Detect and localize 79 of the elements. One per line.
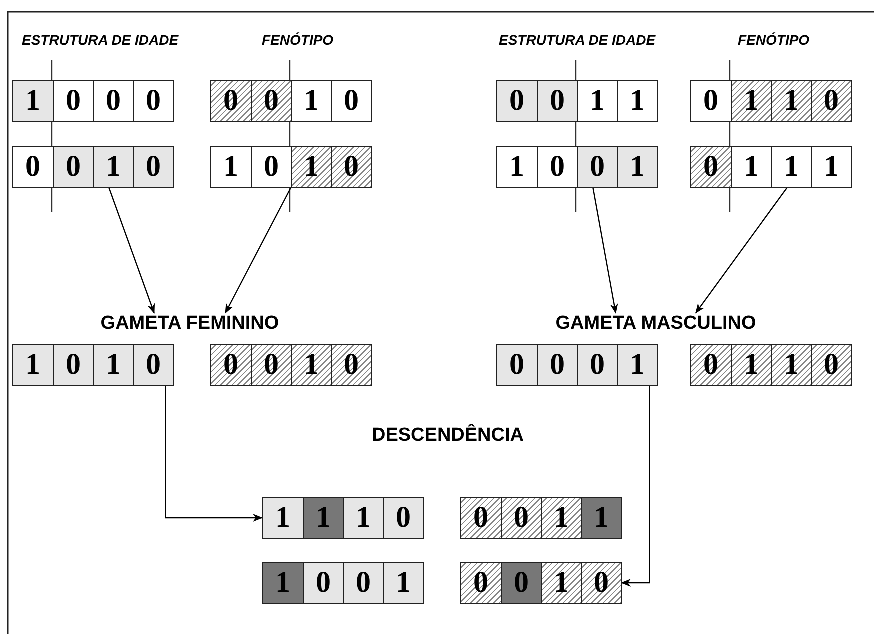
gene-cell: 0 xyxy=(133,147,173,187)
gene-cell: 1 xyxy=(93,147,133,187)
gene-cell: 1 xyxy=(291,345,331,385)
gene-cell: 0 xyxy=(811,345,851,385)
gene-cell: 0 xyxy=(497,345,537,385)
gene-cell: 0 xyxy=(53,345,93,385)
gene-cell: 0 xyxy=(331,147,371,187)
gene-cell: 0 xyxy=(461,563,501,603)
gene-cell: 0 xyxy=(251,147,291,187)
gene-cell: 1 xyxy=(771,81,811,121)
gene-cell: 0 xyxy=(133,345,173,385)
gene-cell: 1 xyxy=(541,498,581,538)
bit-string xyxy=(210,80,372,122)
gene-cell: 1 xyxy=(343,498,383,538)
column-heading: ESTRUTURA DE IDADE xyxy=(22,32,179,48)
gene-cell: 1 xyxy=(731,81,771,121)
gene-cell: 0 xyxy=(251,81,291,121)
bit-string xyxy=(460,497,622,539)
gene-cell: 1 xyxy=(617,147,657,187)
gene-cell: 1 xyxy=(581,498,621,538)
column-heading: ESTRUTURA DE IDADE xyxy=(499,32,656,48)
bit-string xyxy=(210,344,372,386)
arrow xyxy=(696,188,788,314)
gene-cell: 1 xyxy=(93,345,133,385)
arrow xyxy=(592,188,618,314)
gene-cell: 1 xyxy=(291,147,331,187)
gene-cell: 0 xyxy=(211,345,251,385)
gene-cell: 0 xyxy=(501,563,541,603)
gene-cell: 0 xyxy=(537,345,577,385)
bit-string xyxy=(496,344,658,386)
gene-cell: 0 xyxy=(53,147,93,187)
gene-cell: 0 xyxy=(691,147,731,187)
gene-cell: 0 xyxy=(251,345,291,385)
gene-cell: 0 xyxy=(811,81,851,121)
bit-string xyxy=(690,146,852,188)
gene-cell: 0 xyxy=(537,147,577,187)
column-heading: FENÓTIPO xyxy=(262,32,334,48)
gene-cell: 0 xyxy=(211,81,251,121)
arrow xyxy=(165,386,263,522)
arrow xyxy=(621,386,650,587)
gene-cell: 0 xyxy=(581,563,621,603)
gene-cell: 0 xyxy=(343,563,383,603)
column-heading: FENÓTIPO xyxy=(738,32,810,48)
bit-string xyxy=(496,146,658,188)
gene-cell: 1 xyxy=(303,498,343,538)
bit-string xyxy=(690,344,852,386)
bit-string xyxy=(460,562,622,604)
section-heading: DESCENDÊNCIA xyxy=(372,425,524,447)
gene-cell: 0 xyxy=(383,498,423,538)
gene-cell: 0 xyxy=(537,81,577,121)
gene-cell: 1 xyxy=(731,345,771,385)
bit-string xyxy=(210,146,372,188)
arrow xyxy=(108,188,156,314)
bit-string xyxy=(12,344,174,386)
gene-cell: 0 xyxy=(501,498,541,538)
gene-cell: 1 xyxy=(263,498,303,538)
bit-string xyxy=(262,497,424,539)
gene-cell: 0 xyxy=(691,345,731,385)
arrow xyxy=(225,188,292,314)
gene-cell: 0 xyxy=(577,147,617,187)
gene-cell: 1 xyxy=(541,563,581,603)
gene-cell: 1 xyxy=(617,345,657,385)
gene-cell: 1 xyxy=(13,345,53,385)
gene-cell: 0 xyxy=(331,345,371,385)
gene-cell: 0 xyxy=(577,345,617,385)
gene-cell: 0 xyxy=(303,563,343,603)
gene-cell: 0 xyxy=(497,81,537,121)
gene-cell: 1 xyxy=(263,563,303,603)
bit-string xyxy=(12,80,174,122)
gene-cell: 1 xyxy=(771,345,811,385)
section-heading: GAMETA FEMININO xyxy=(100,313,280,335)
gene-cell: 1 xyxy=(13,81,53,121)
bit-string xyxy=(496,80,658,122)
gene-cell: 1 xyxy=(383,563,423,603)
bit-string xyxy=(262,562,424,604)
gene-cell: 0 xyxy=(461,498,501,538)
bit-string xyxy=(690,80,852,122)
bit-string xyxy=(12,146,174,188)
section-heading: GAMETA MASCULINO xyxy=(556,313,756,335)
